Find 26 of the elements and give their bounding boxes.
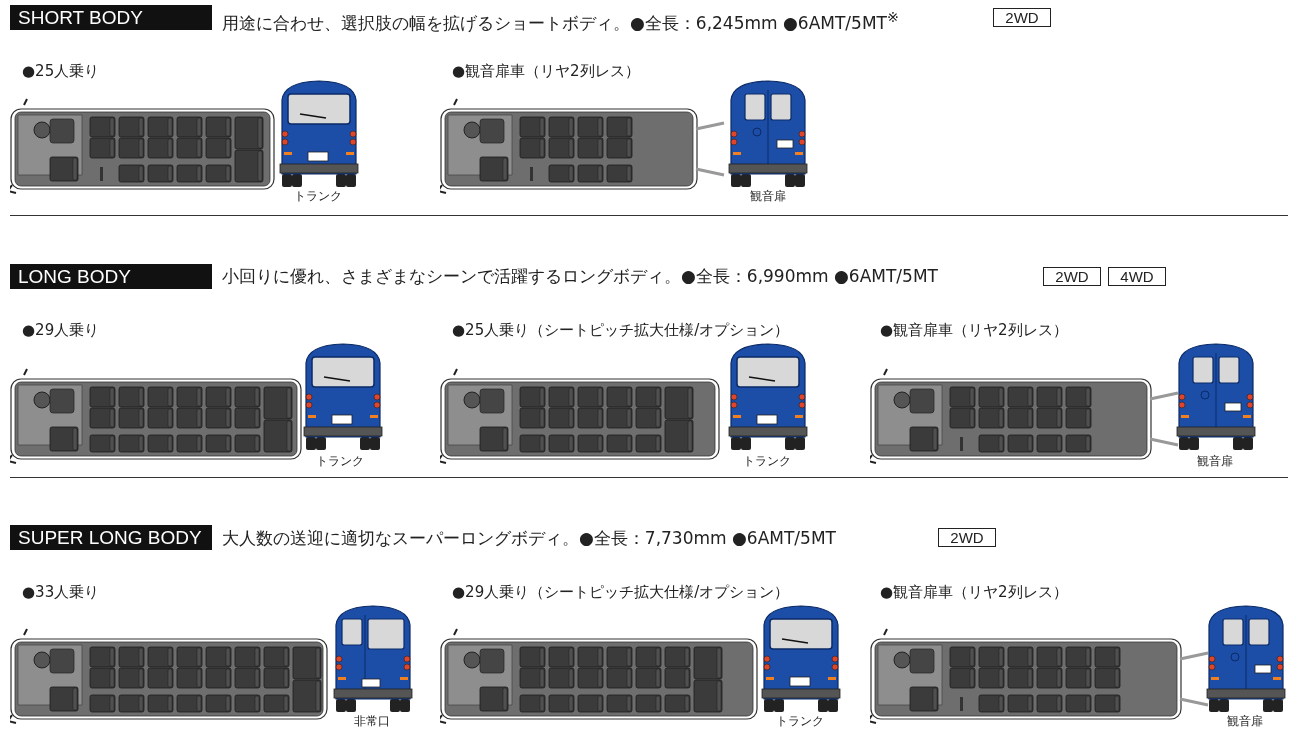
- caption-text: 観音扉: [1197, 454, 1233, 469]
- description-text: 大人数の送迎に適切なスーパーロングボディ。●全長：7,730mm ●6AMT/5MT: [222, 527, 836, 549]
- variant-title: ●観音扉車（リヤ2列レス）: [452, 61, 640, 81]
- caption-text: トランク: [743, 454, 791, 469]
- section-header: SHORT BODY: [10, 5, 212, 30]
- caption-text: トランク: [294, 189, 342, 204]
- caption-text: 非常口: [354, 714, 390, 729]
- drive-type-tag: 2WD: [993, 8, 1051, 27]
- description-text: 用途に合わせ、選択肢の幅を拡げるショートボディ。●全長：6,245mm ●6AMT/5MT$^{※}$: [222, 8, 899, 34]
- drive-type-tag: 2WD: [1043, 267, 1101, 286]
- variant-title: ●29人乗り: [22, 320, 100, 340]
- caption-text: 観音扉: [1227, 714, 1263, 729]
- variant-title: ●観音扉車（リヤ2列レス）: [880, 582, 1068, 602]
- drive-type-tag: 2WD: [938, 528, 996, 547]
- caption-text: 観音扉: [750, 189, 786, 204]
- variant-title: ●29人乗り（シートピッチ拡大仕様/オプション）: [452, 582, 790, 602]
- description-text: 小回りに優れ、さまざまなシーンで活躍するロングボディ。●全長：6,990mm ●6AMT/5MT: [222, 265, 938, 287]
- variant-title: ●25人乗り（シートピッチ拡大仕様/オプション）: [452, 320, 790, 340]
- variant-title: ●観音扉車（リヤ2列レス）: [880, 320, 1068, 340]
- section-header: SUPER LONG BODY: [10, 525, 212, 550]
- section-header: LONG BODY: [10, 264, 212, 289]
- caption-text: トランク: [776, 714, 824, 729]
- variant-title: ●33人乗り: [22, 582, 100, 602]
- variant-title: ●25人乗り: [22, 61, 100, 81]
- drive-type-tag: 4WD: [1108, 267, 1166, 286]
- caption-text: トランク: [316, 454, 364, 469]
